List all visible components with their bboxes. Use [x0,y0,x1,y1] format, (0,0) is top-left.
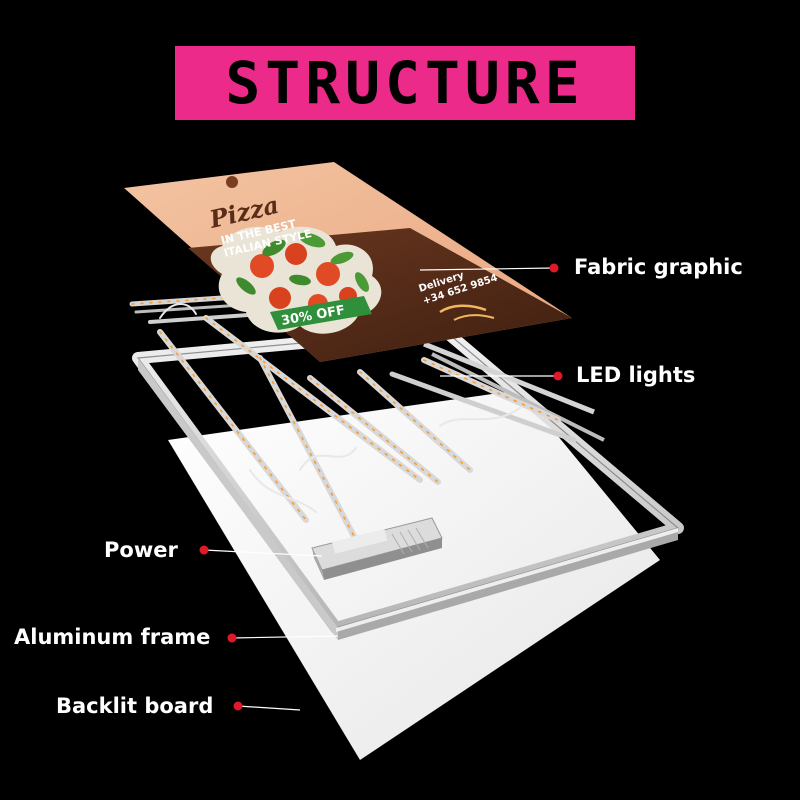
marker-led [553,371,563,381]
callout-lines [203,267,558,711]
marker-power [199,545,209,555]
fabric-graphic [124,162,572,362]
led-strips [129,293,577,543]
page-title: STRUCTURE [225,49,585,117]
label-fabric-graphic: Fabric graphic [574,255,743,279]
label-power: Power [104,538,178,562]
marker-fabric [549,263,559,273]
marker-frame [227,633,237,643]
callout-markers [199,263,563,711]
label-aluminum-frame: Aluminum frame [14,625,211,649]
marker-board [233,701,243,711]
aluminum-frame [132,324,684,640]
backlit-board [168,390,660,760]
power-supply [311,517,443,580]
label-backlit-board: Backlit board [56,694,214,718]
label-led-lights: LED lights [576,363,696,387]
title-banner [175,46,635,120]
